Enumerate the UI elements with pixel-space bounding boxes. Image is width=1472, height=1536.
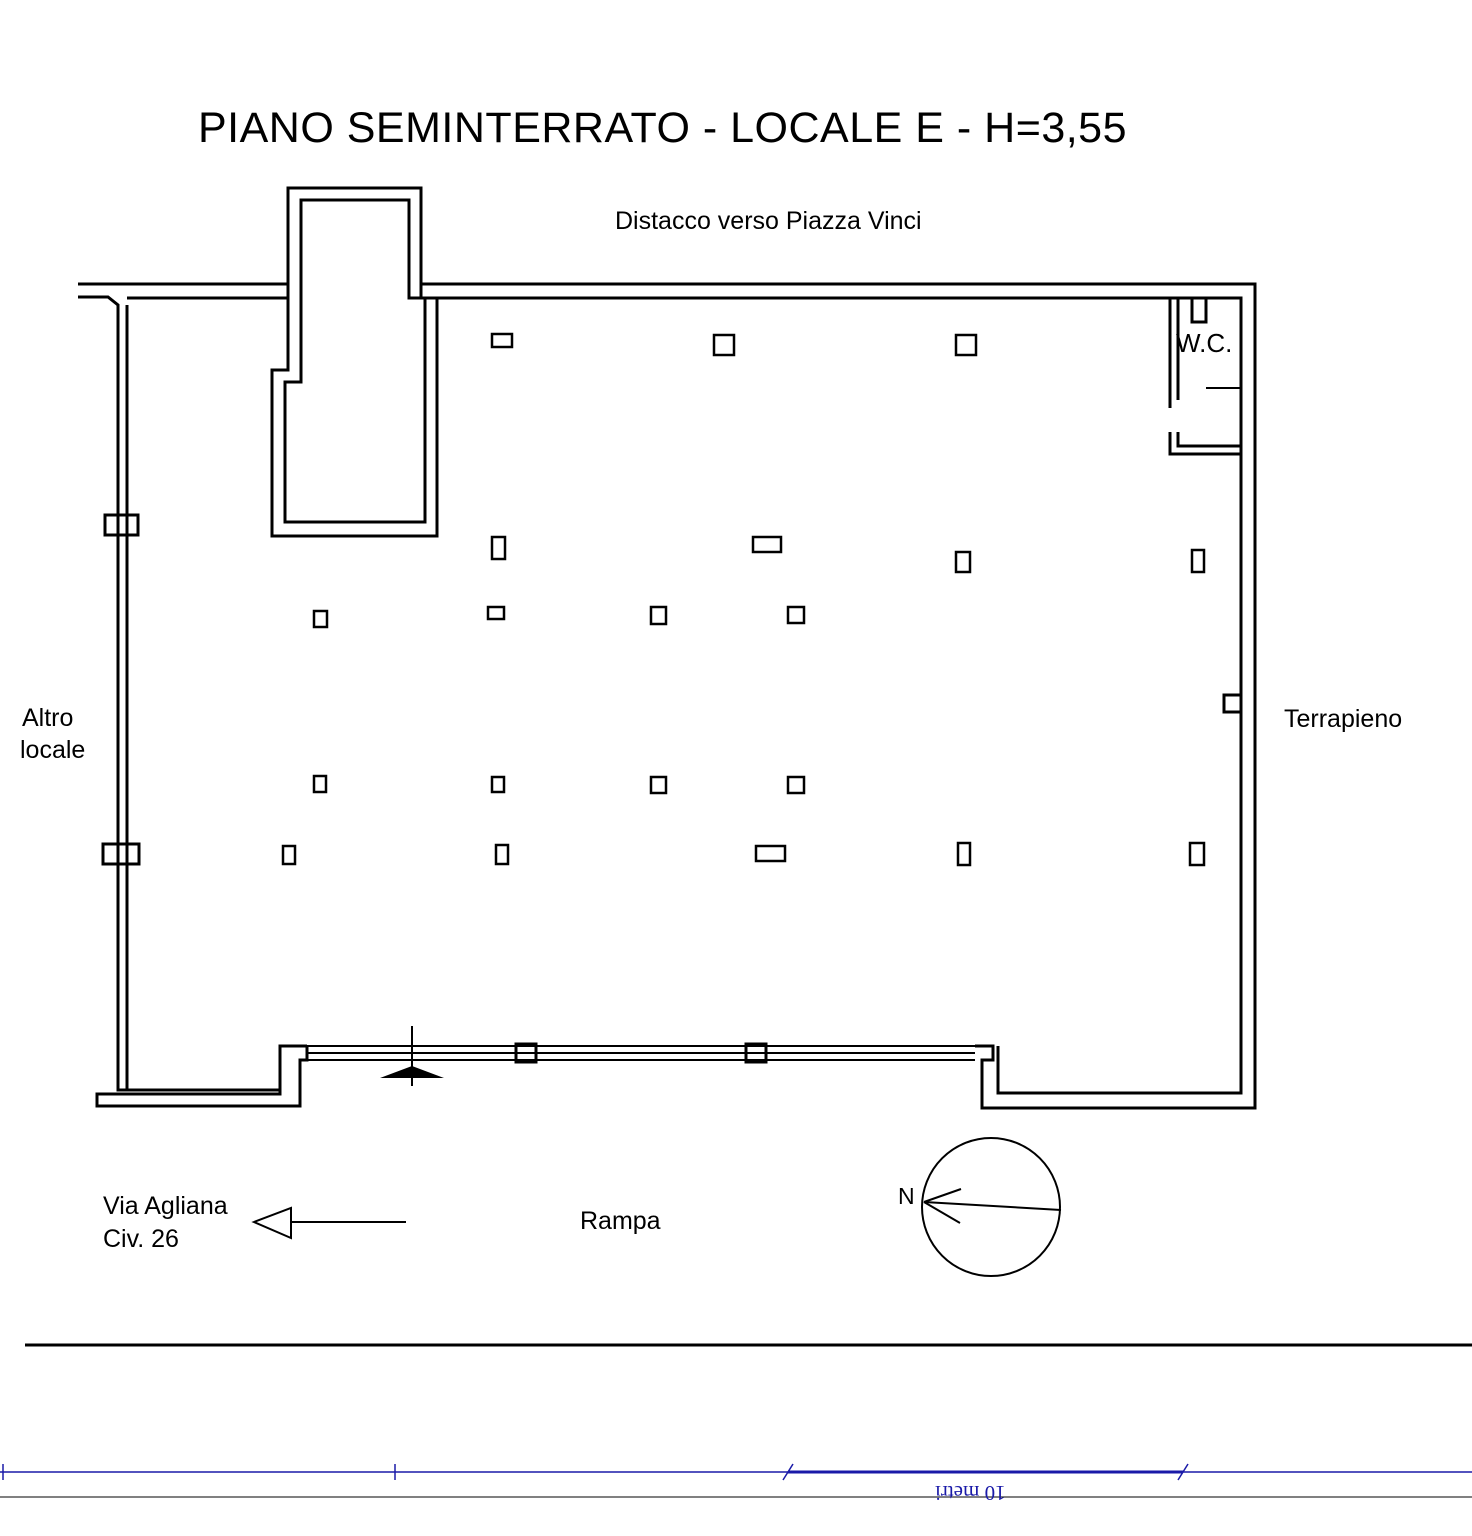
pilaster-left-2	[101, 842, 141, 866]
column	[956, 841, 972, 867]
column	[494, 843, 510, 866]
plan-title: PIANO SEMINTERRATO - LOCALE E - H=3,55	[198, 104, 1128, 152]
column	[312, 609, 329, 629]
column	[1188, 841, 1206, 867]
label-altro: Altro	[22, 704, 74, 732]
column	[649, 775, 668, 795]
column	[649, 605, 668, 626]
label-locale: locale	[20, 736, 86, 764]
window-mullion-1	[514, 1042, 538, 1064]
label-terrapieno: Terrapieno	[1284, 705, 1403, 733]
label-distacco: Distacco verso Piazza Vinci	[615, 207, 922, 235]
column	[786, 775, 806, 795]
shaft-inner	[283, 198, 427, 524]
bottom-wall-left	[97, 1046, 309, 1108]
column	[312, 774, 328, 794]
outer-wall	[78, 186, 1257, 1110]
column	[712, 333, 736, 357]
label-north: N	[898, 1183, 915, 1209]
direction-arrow	[251, 1206, 406, 1240]
column	[954, 550, 972, 574]
label-rampa: Rampa	[580, 1207, 661, 1235]
shaft-outer	[270, 188, 439, 538]
column	[486, 605, 506, 621]
column	[1190, 548, 1206, 574]
columns	[281, 332, 1206, 867]
column	[786, 605, 806, 625]
north-compass	[921, 1137, 1062, 1277]
column	[954, 333, 978, 357]
pilaster-right	[1222, 693, 1243, 714]
pilaster-left-1	[103, 513, 140, 537]
scale-label: 10 metri	[935, 1481, 1006, 1505]
label-wc: W.C.	[1176, 328, 1233, 358]
column	[751, 535, 783, 554]
inner-wall	[78, 295, 1243, 1095]
window-mullion-2	[744, 1042, 768, 1064]
entrance-window	[307, 1045, 975, 1061]
column	[490, 332, 514, 349]
label-via-agliana: Via Agliana	[103, 1192, 228, 1220]
column	[490, 775, 506, 794]
column	[281, 844, 297, 866]
column	[754, 844, 787, 863]
column	[490, 535, 507, 561]
scale-bar	[0, 1463, 1472, 1498]
entrance-marker	[380, 1026, 444, 1086]
wc-wall	[1168, 298, 1241, 456]
label-civico: Civ. 26	[103, 1225, 179, 1253]
